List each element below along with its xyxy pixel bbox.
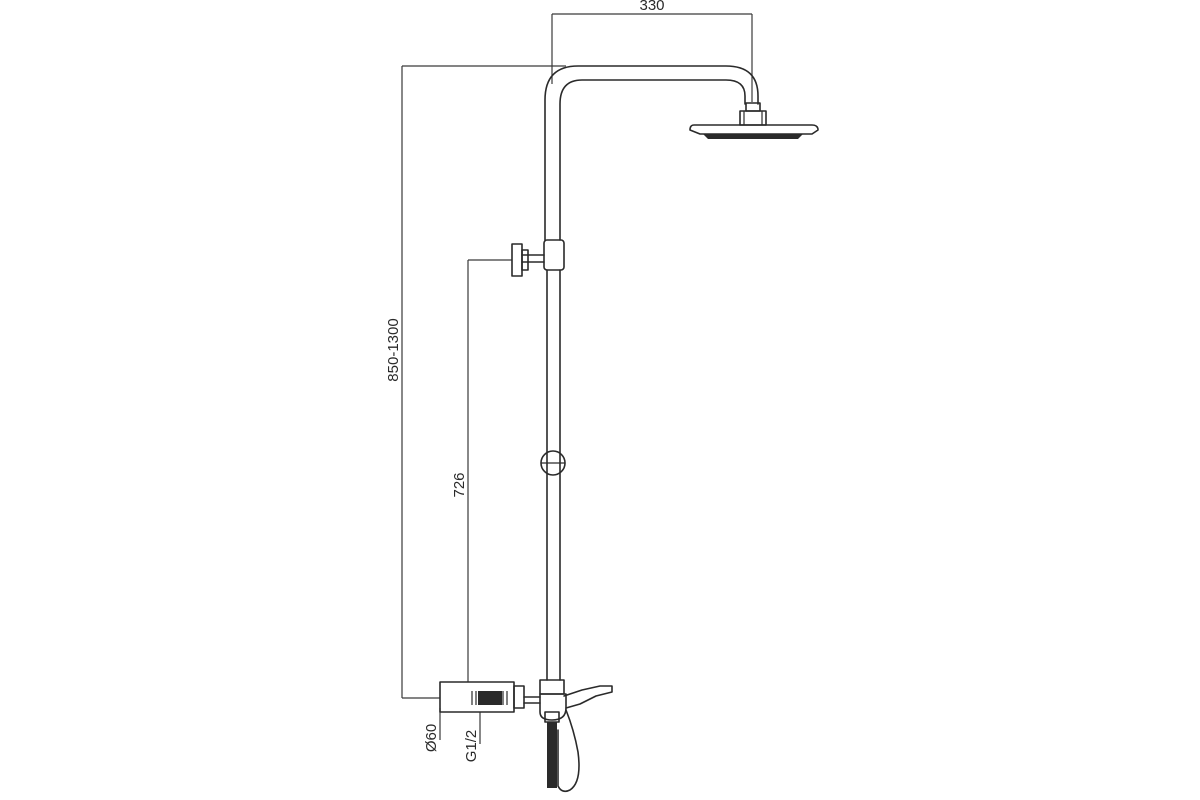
sliding-holder [540,450,566,476]
dimension-thread: G1/2 [463,712,481,763]
dimension-label-thread: G1/2 [463,730,480,763]
dimension-arm-reach: 330 [551,0,753,102]
wall-plate [439,681,525,713]
upper-bracket [511,239,565,277]
dimension-total-height: 850-1300 [385,65,566,699]
dimension-label-riser-height: 726 [451,472,468,497]
dimension-riser-height: 726 [451,259,512,682]
shower-arm [544,65,759,241]
dimension-label-wall-plate: Ø60 [423,724,440,752]
dimension-label-arm-reach: 330 [639,0,664,14]
shower-head [689,102,819,139]
dimension-label-total-height: 850-1300 [385,318,402,381]
dimension-wall-plate: Ø60 [423,708,441,752]
hand-shower [547,709,580,793]
riser-pipe [546,269,561,681]
